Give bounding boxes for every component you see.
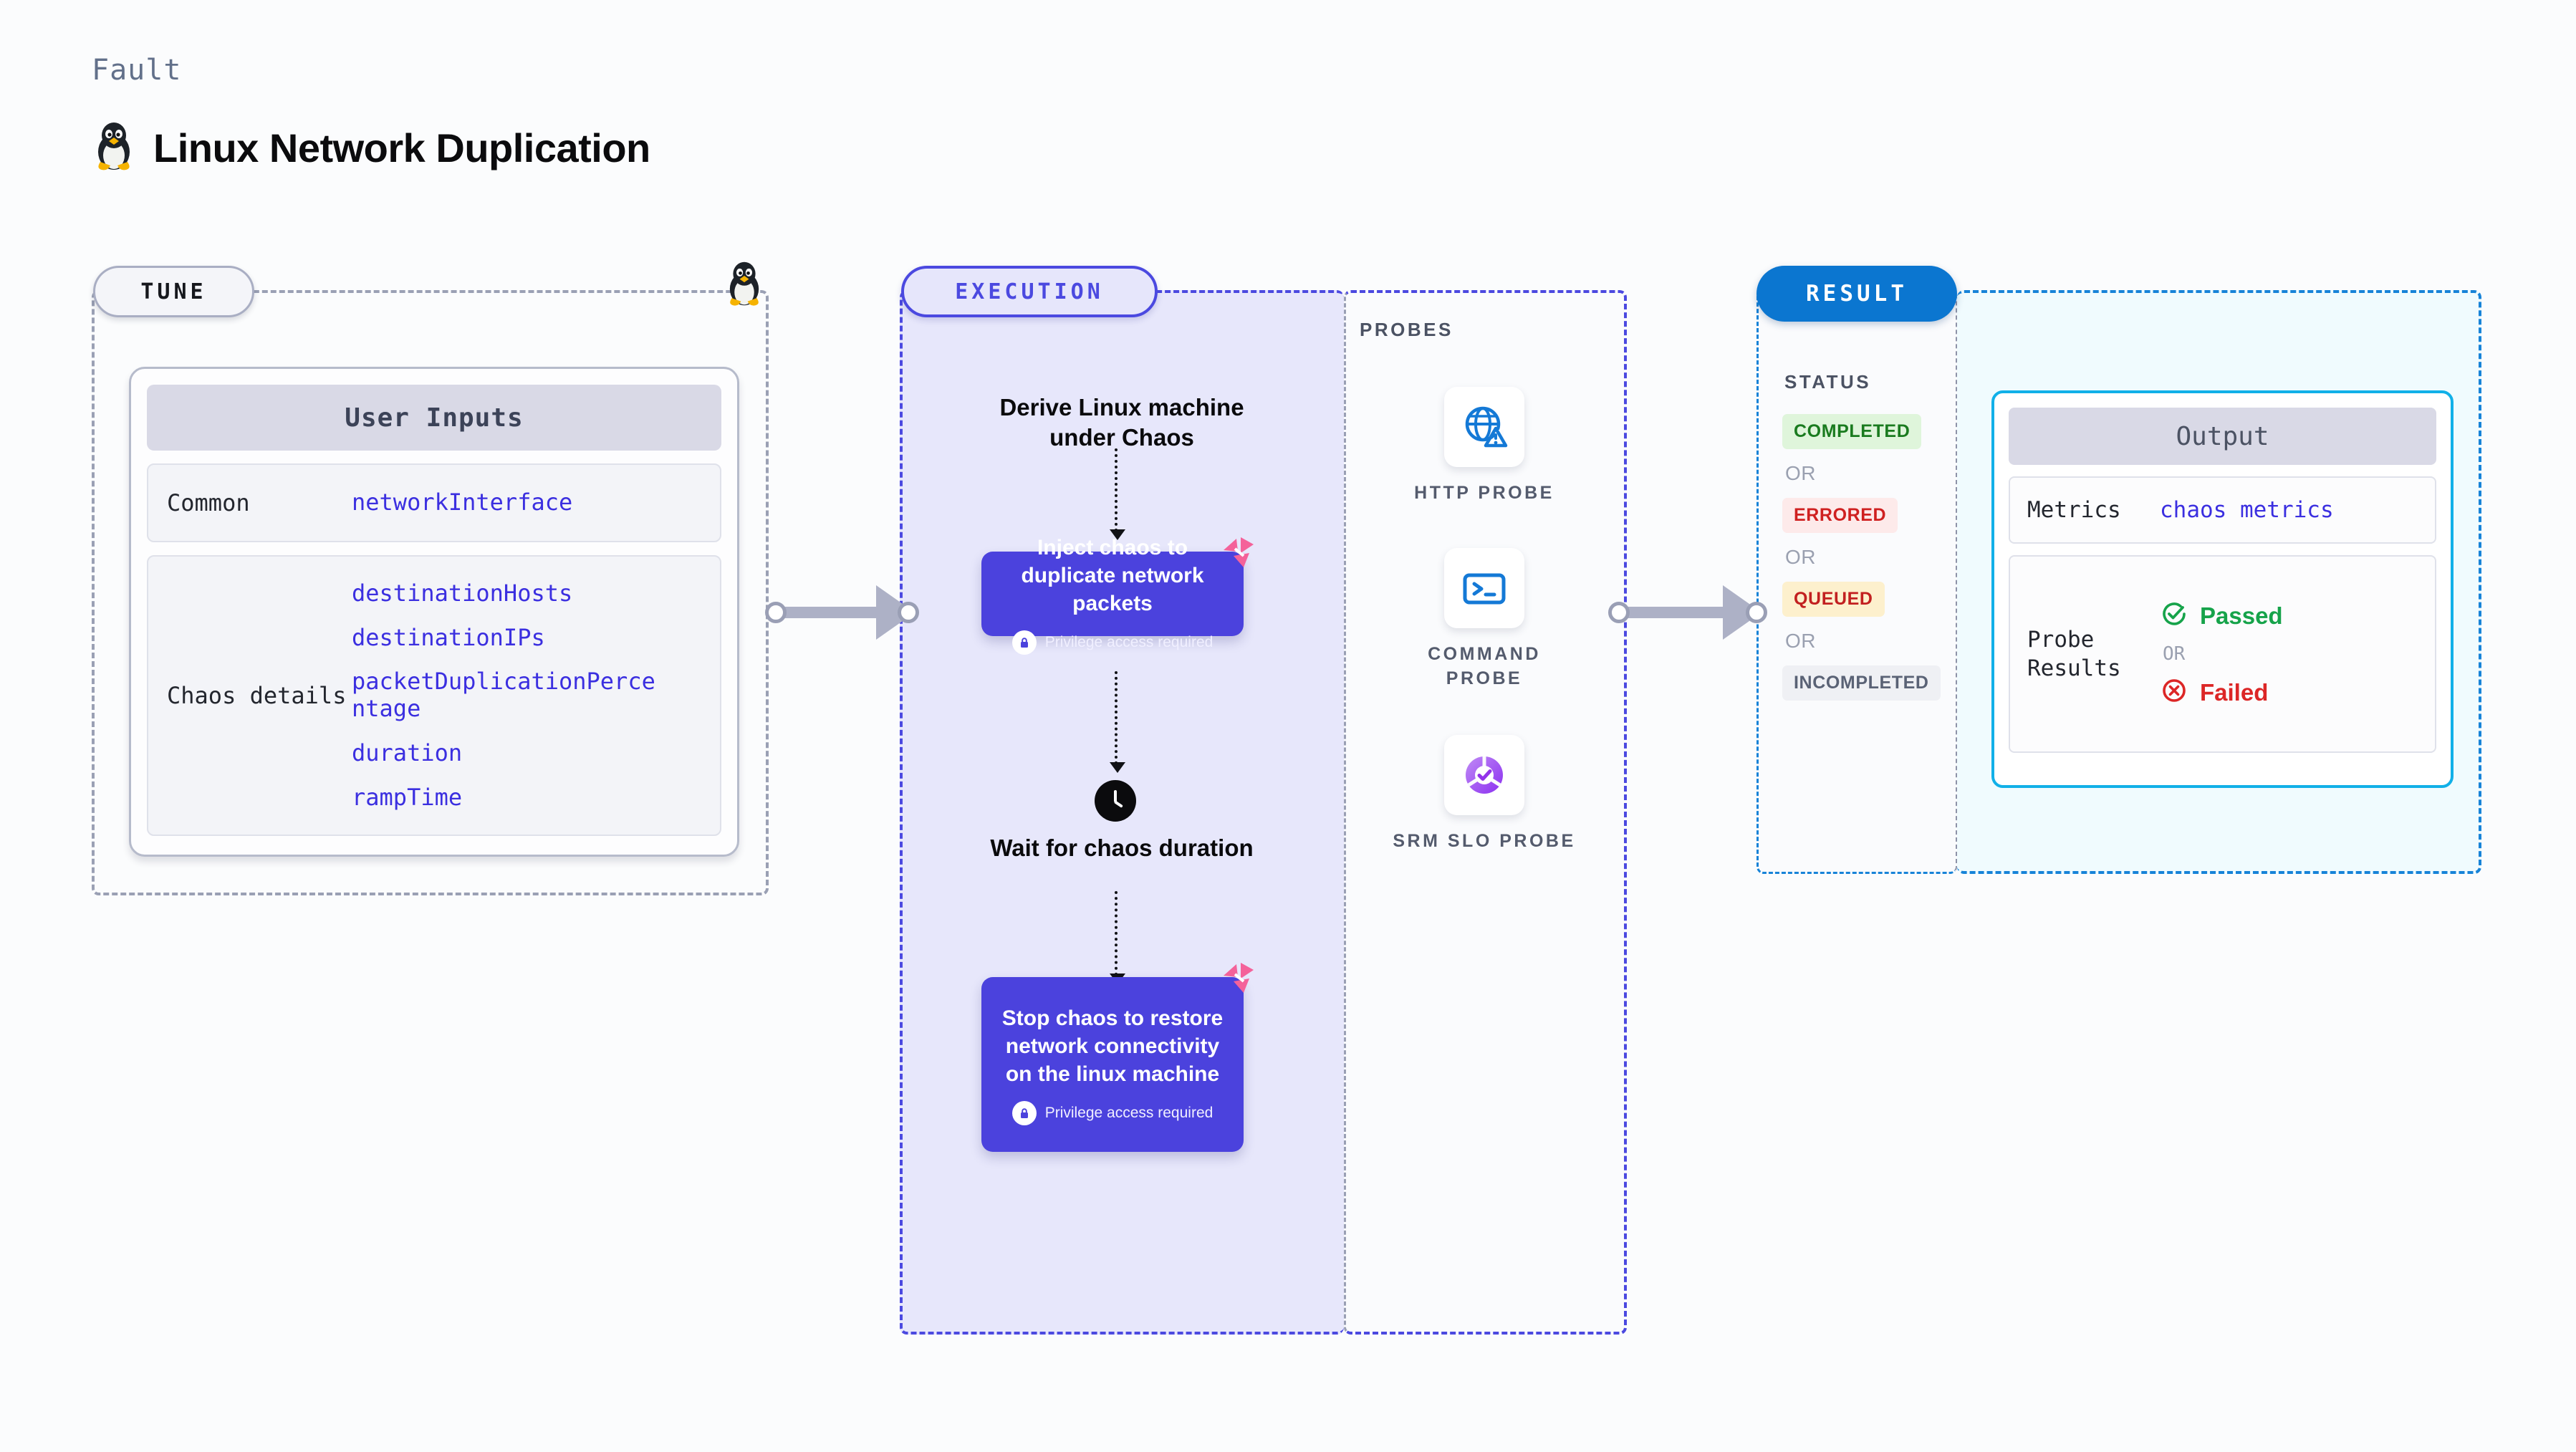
privilege-note: Privilege access required [1011,630,1213,655]
execution-pill-label: EXECUTION [901,266,1158,317]
step-stop-chaos-card: Stop chaos to restore network connectivi… [981,963,1254,1152]
probe-result-or-label: OR [2163,643,2186,665]
status-badge-queued: QUEUED [1782,582,1885,617]
tune-panel [92,290,769,895]
output-row-metrics: Metrics chaos metrics [2009,476,2436,544]
privilege-note-text: Privilege access required [1044,633,1213,650]
globe-warning-icon [1444,387,1524,467]
step-stop-chaos-text: Stop chaos to restore network connectivi… [1001,1006,1224,1086]
status-or-label: OR [1785,630,1816,652]
connector-tune-to-execution [765,573,919,652]
tune-row-label: Chaos details [167,682,347,709]
harness-chaos-mark-icon [1219,534,1256,575]
output-row-probe-results: Probe Results Passed OR [2009,555,2436,753]
step-derive-title: Derive Linux machine under Chaos [999,394,1244,451]
step-wait-title: Wait for chaos duration [990,835,1254,861]
status-badge-completed: COMPLETED [1782,414,1922,449]
status-list: COMPLETED OR ERRORED OR QUEUED OR INCOMP… [1782,414,1954,701]
probe-command[interactable]: COMMAND PROBE [1391,548,1577,691]
status-badge-errored: ERRORED [1782,498,1898,533]
step-inject-chaos-text: Inject chaos to duplicate network packet… [1021,535,1204,615]
status-section-title: STATUS [1784,371,1872,393]
probe-srm-slo[interactable]: SRM SLO PROBE [1391,735,1577,854]
output-metrics-value: chaos metrics [2160,497,2334,523]
x-circle-icon [2160,676,2188,708]
slo-donut-check-icon [1444,735,1524,815]
user-inputs-title: User Inputs [147,385,721,451]
status-or-label: OR [1785,462,1816,484]
tune-row-values: destinationHosts destinationIPs packetDu… [352,580,660,812]
result-pill-label: RESULT [1756,266,1957,322]
tune-row-values: networkInterface [352,489,572,516]
output-probe-results-label: Probe Results [2027,626,2121,681]
probe-result-failed: Failed [2160,676,2283,708]
probe-http[interactable]: HTTP PROBE [1391,387,1577,506]
probe-result-failed-label: Failed [2200,678,2269,706]
tune-row-label: Common [167,489,250,516]
tune-input-networkinterface: networkInterface [352,489,573,516]
tune-input-packetduplicationpercentage: packetDuplicationPercentage [352,668,655,722]
page-title: Linux Network Duplication [153,125,650,170]
page-title-row: Linux Network Duplication [92,120,650,176]
user-inputs-card: User Inputs Common networkInterface Chao… [129,367,739,857]
status-badge-incompleted: INCOMPLETED [1782,665,1941,701]
privilege-note-text: Privilege access required [1044,1104,1213,1121]
connector-probes-to-result [1608,573,1769,652]
tune-input-ramptime: rampTime [352,783,463,811]
probe-result-options: Passed OR Failed [2160,600,2283,708]
check-circle-icon [2160,600,2188,632]
probes-section-title: PROBES [1360,319,1453,340]
tune-pill-label: TUNE [93,266,254,317]
lock-icon [1011,630,1037,655]
tune-input-destinationips: destinationIPs [352,623,545,651]
output-card-title: Output [2009,408,2436,465]
tune-input-duration: duration [352,739,463,766]
output-card: Output Metrics chaos metrics Probe Resul… [1991,390,2454,788]
tune-input-destinationhosts: destinationHosts [352,579,573,607]
step-inject-chaos-card: Inject chaos to duplicate network packet… [981,536,1254,655]
page-kicker: Fault [92,54,182,87]
lock-icon [1011,1100,1037,1125]
flow-arrow-1 [1110,448,1125,540]
privilege-note: Privilege access required [1011,1100,1213,1125]
flow-arrow-3 [1110,891,1125,984]
terminal-icon [1444,548,1524,628]
tux-penguin-icon [92,120,136,176]
tune-row-chaos-details: Chaos details destinationHosts destinati… [147,555,721,836]
status-or-label: OR [1785,546,1816,568]
flow-arrow-2 [1110,671,1125,773]
probe-label: SRM SLO PROBE [1393,831,1576,851]
probe-result-passed: Passed [2160,600,2283,632]
probe-label: COMMAND PROBE [1428,644,1541,688]
probe-label: HTTP PROBE [1414,483,1554,503]
output-metrics-label: Metrics [2027,496,2121,523]
clock-icon [1095,780,1136,822]
tux-penguin-icon [724,260,765,311]
probe-result-passed-label: Passed [2200,602,2283,629]
tune-row-common: Common networkInterface [147,463,721,542]
harness-chaos-mark-icon [1219,960,1256,1001]
